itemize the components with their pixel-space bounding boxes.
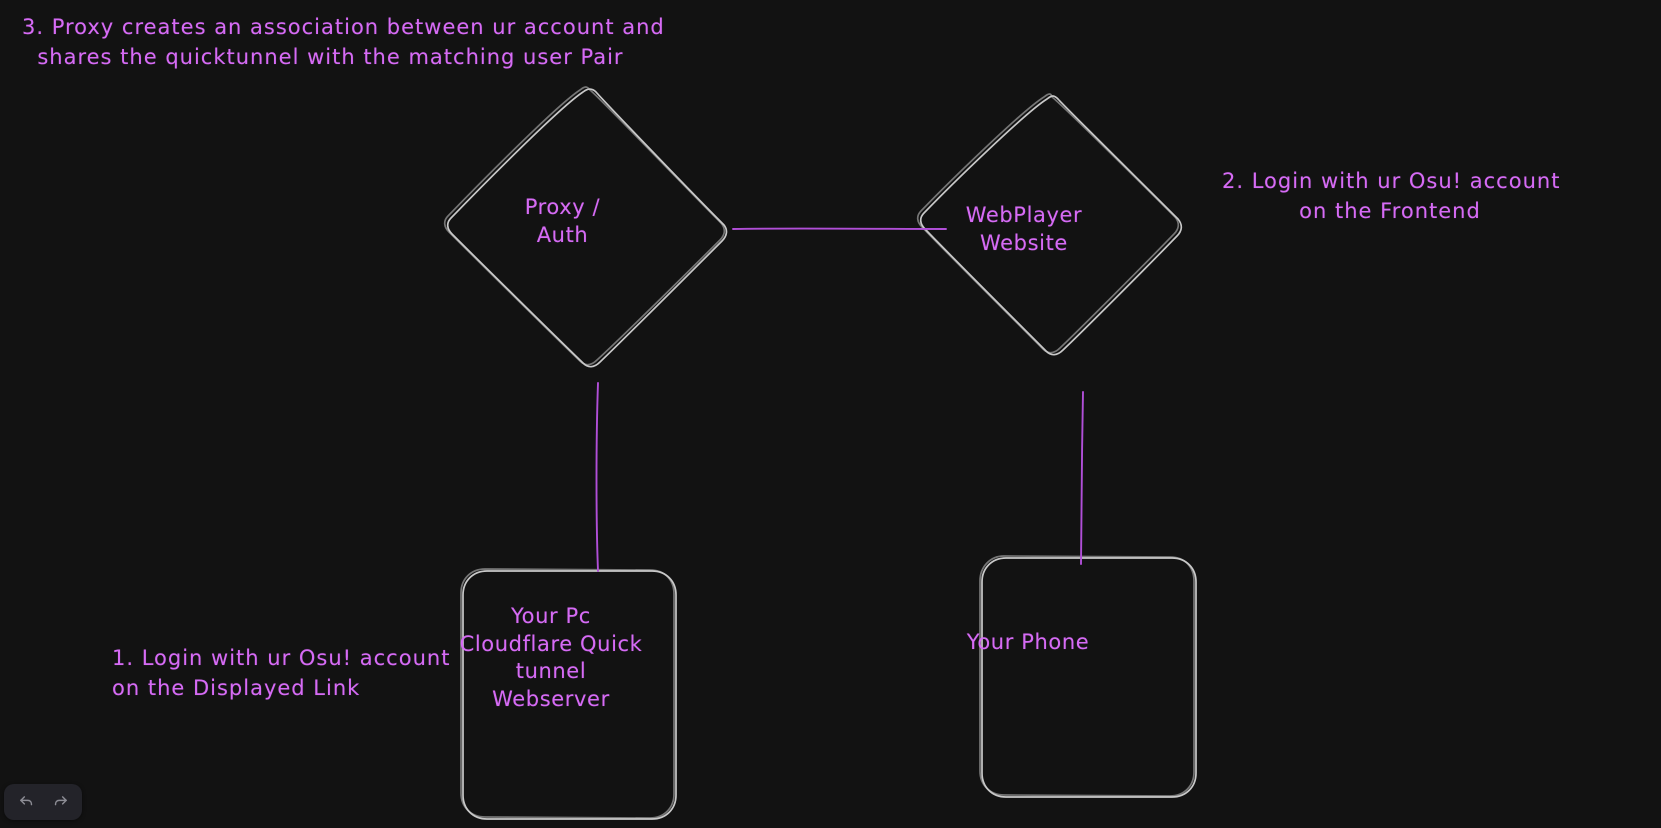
undo-arrow-icon (18, 794, 35, 811)
redo-arrow-icon (52, 794, 69, 811)
undo-button[interactable] (10, 789, 42, 815)
node-shape-your-pc (460, 568, 677, 820)
node-shape-proxy-auth (443, 86, 728, 368)
connector-webplayer-to-your-phone (1080, 391, 1084, 565)
history-toolbar[interactable] (4, 784, 82, 820)
connector-proxy-to-your-pc (595, 382, 599, 572)
node-shape-your-phone (979, 555, 1197, 798)
redo-button[interactable] (44, 789, 76, 815)
node-shape-webplayer (916, 93, 1183, 356)
